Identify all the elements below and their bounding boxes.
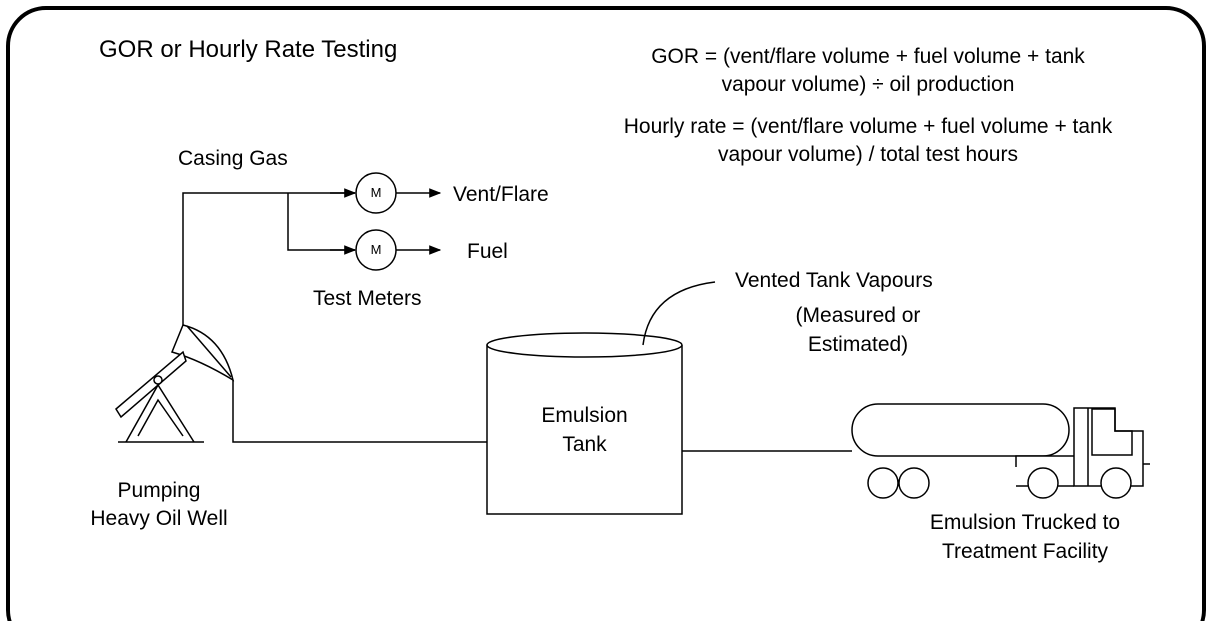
emulsion-tank-label-line1: Emulsion (541, 404, 628, 427)
flowline-to-tank (232, 380, 487, 443)
meter-inlet-arrows (330, 188, 357, 255)
fuel-meter-label: M (370, 242, 382, 257)
vented-tank-vapours-label: Vented Tank Vapours (735, 269, 933, 292)
measured-estimated-line1: (Measured or (795, 304, 921, 327)
diagram-border (6, 6, 1206, 621)
well-label-line1: Pumping (117, 479, 201, 502)
gor-equation-line1: GOR = (vent/flare volume + fuel volume +… (651, 45, 1085, 68)
measured-estimated-line2: Estimated) (807, 333, 909, 356)
vent-flare-label: Vent/Flare (453, 183, 549, 206)
test-meters-label: Test Meters (313, 287, 422, 310)
emulsion-tank (486, 332, 683, 515)
hourly-rate-equation-line2: vapour volume) / total test hours (718, 143, 1018, 166)
well-label-line2: Heavy Oil Well (90, 507, 228, 530)
truck-label-line1: Emulsion Trucked to (929, 511, 1121, 534)
casing-gas-label: Casing Gas (178, 147, 288, 170)
emulsion-tank-label-line2: Tank (562, 433, 607, 456)
hourly-rate-equation-line1: Hourly rate = (vent/flare volume + fuel … (623, 115, 1113, 138)
vent-flare-meter-label: M (370, 185, 382, 200)
diagram-title: GOR or Hourly Rate Testing (99, 36, 398, 63)
gor-equation-line2: vapour volume) ÷ oil production (721, 73, 1015, 96)
tanker-truck-icon (851, 403, 1150, 499)
pump-jack-icon (115, 324, 235, 443)
fuel-label: Fuel (467, 240, 508, 263)
vapour-leader-line (642, 281, 716, 346)
truck-label-line2: Treatment Facility (941, 540, 1109, 563)
